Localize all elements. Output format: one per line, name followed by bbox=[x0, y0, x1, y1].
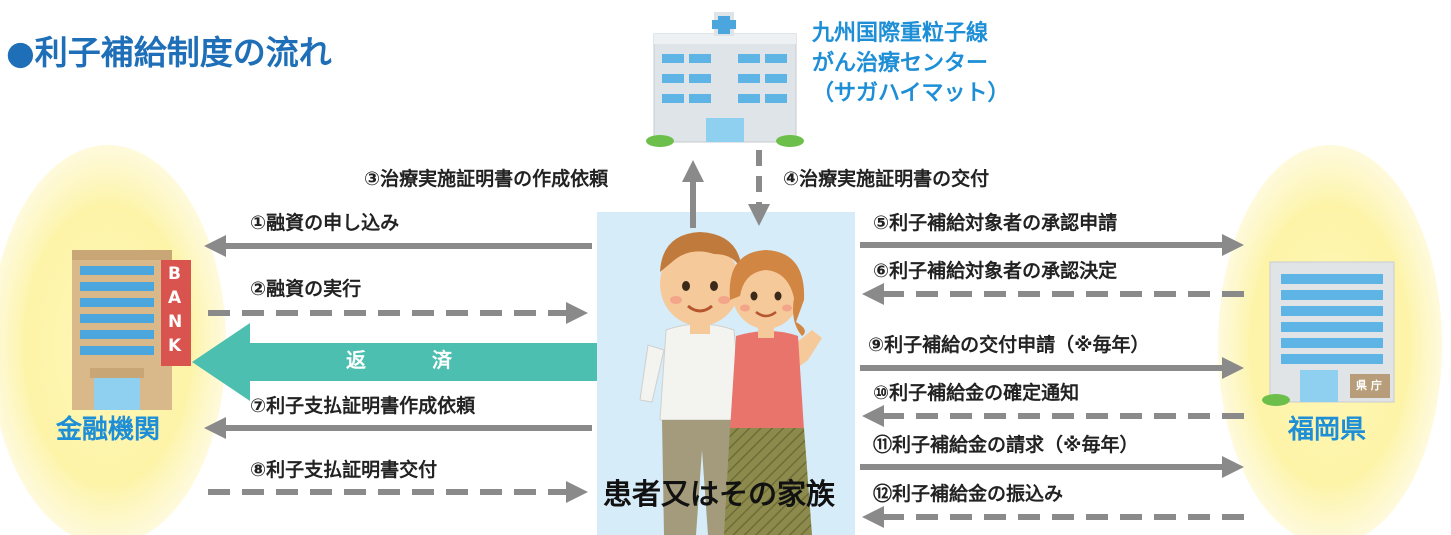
prefecture-label: 福岡県 bbox=[1288, 415, 1367, 445]
man-figure-icon bbox=[639, 232, 743, 535]
hospital-name-line3: （サガハイマット） bbox=[812, 81, 1010, 106]
step-2-label: ②融資の実行 bbox=[250, 278, 362, 300]
bank-label: 金融機関 bbox=[56, 415, 161, 445]
arrow-step-12 bbox=[862, 506, 1244, 528]
bank-sign-letter-k: K bbox=[168, 336, 182, 356]
bank-sign-letter-a: A bbox=[168, 288, 182, 308]
bank-building-icon bbox=[72, 250, 191, 410]
patient-label: 患者又はその家族 bbox=[603, 477, 836, 511]
arrow-step-3 bbox=[682, 160, 704, 228]
arrow-step-5 bbox=[860, 234, 1244, 256]
step-7-label: ⑦利子支払証明書作成依頼 bbox=[250, 395, 476, 417]
repayment-label-char1: 返 bbox=[346, 348, 366, 372]
step-3-label: ③治療実施証明書の作成依頼 bbox=[364, 168, 609, 190]
repayment-arrow bbox=[192, 323, 597, 401]
page-title: ●利子補給制度の流れ bbox=[6, 33, 332, 72]
step-1-label: ①融資の申し込み bbox=[250, 212, 400, 234]
step-8-label: ⑧利子支払証明書交付 bbox=[250, 459, 438, 481]
hospital-label: 九州国際重粒子線 がん治療センター （サガハイマット） bbox=[812, 19, 1072, 109]
arrow-step-6 bbox=[862, 283, 1244, 305]
step-4-label: ④治療実施証明書の交付 bbox=[783, 168, 990, 190]
arrow-step-2 bbox=[208, 302, 588, 324]
prefecture-building-icon bbox=[1262, 261, 1395, 406]
hospital-building-icon bbox=[646, 12, 804, 147]
arrow-step-8 bbox=[208, 481, 588, 503]
hospital-name-line1: 九州国際重粒子線 bbox=[812, 21, 989, 46]
arrow-step-9 bbox=[860, 357, 1244, 379]
arrow-step-10 bbox=[862, 405, 1244, 427]
woman-figure-icon bbox=[724, 250, 822, 535]
hospital-name-line2: がん治療センター bbox=[812, 51, 989, 76]
step-6-label: ⑥利子補給対象者の承認決定 bbox=[873, 260, 1118, 282]
arrow-step-4 bbox=[748, 150, 770, 226]
prefecture-sign: 県 庁 bbox=[1356, 379, 1382, 392]
repayment-label-char2: 済 bbox=[432, 348, 452, 372]
step-12-label: ⑫利子補給金の振込み bbox=[873, 483, 1064, 505]
arrow-step-1 bbox=[204, 235, 592, 257]
arrow-step-11 bbox=[860, 456, 1244, 478]
step-11-label: ⑪利子補給金の請求（※毎年） bbox=[873, 434, 1139, 456]
arrow-step-7 bbox=[204, 417, 592, 439]
bank-sign-letter-b: B bbox=[168, 264, 181, 284]
step-10-label: ⑩利子補給金の確定通知 bbox=[873, 382, 1080, 404]
bank-sign-letter-n: N bbox=[168, 312, 183, 332]
step-5-label: ⑤利子補給対象者の承認申請 bbox=[873, 212, 1118, 234]
step-9-label: ⑨利子補給の交付申請（※毎年） bbox=[868, 334, 1150, 356]
